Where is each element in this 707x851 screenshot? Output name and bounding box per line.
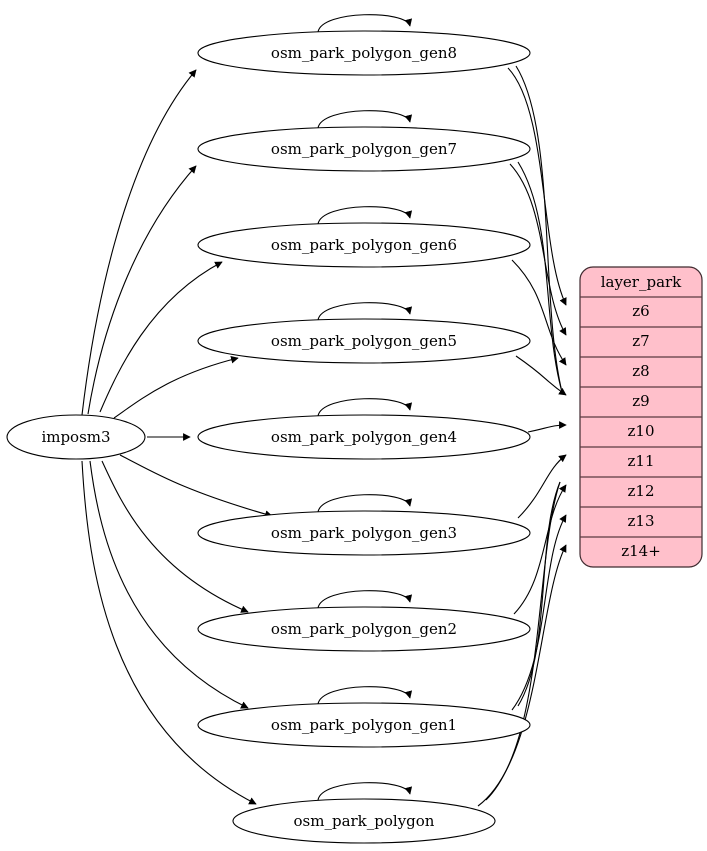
edge-gen4-to-z10: [527, 421, 567, 433]
table-row-z14[interactable]: z14+: [621, 542, 661, 560]
edge-imposm3-to-base: [81, 460, 257, 805]
self-loop-gen3: [317, 494, 413, 513]
node-gen3-label: osm_park_polygon_gen3: [271, 524, 457, 542]
edge-gen7-alt-to-z9: [517, 161, 563, 393]
node-gen5[interactable]: osm_park_polygon_gen5: [197, 318, 531, 364]
node-gen7[interactable]: osm_park_polygon_gen7: [197, 126, 531, 172]
process-nodes: osm_park_polygon_gen8 osm_park_polygon_g…: [6, 30, 531, 844]
table-row-z10[interactable]: z10: [628, 422, 655, 440]
table-header-label: layer_park: [601, 273, 682, 291]
self-loop-gen6: [317, 206, 413, 225]
node-gen1-label: osm_park_polygon_gen1: [271, 716, 457, 734]
edge-gen3-to-z11: [517, 454, 567, 519]
node-gen6[interactable]: osm_park_polygon_gen6: [197, 222, 531, 268]
edge-imposm3-to-gen8: [81, 69, 197, 416]
edge-gen1-to-z13: [511, 514, 567, 711]
edge-gen2-to-z12: [513, 484, 567, 615]
self-loop-gen1: [317, 686, 413, 705]
edges-from-imposm3: [81, 69, 273, 805]
self-loop-gen7: [317, 110, 413, 129]
node-base-label: osm_park_polygon: [294, 812, 435, 830]
edge-imposm3-to-gen3: [119, 454, 273, 518]
edge-imposm3-to-gen5: [113, 355, 239, 419]
table-row-z6[interactable]: z6: [632, 302, 649, 320]
node-gen8-label: osm_park_polygon_gen8: [271, 44, 457, 62]
edge-gen7-to-z7: [509, 163, 567, 336]
table-row-z11[interactable]: z11: [628, 452, 655, 470]
node-gen7-label: osm_park_polygon_gen7: [271, 140, 457, 158]
edge-imposm3-to-gen1: [89, 460, 249, 709]
edge-gen5-to-z9: [515, 355, 567, 396]
node-gen2[interactable]: osm_park_polygon_gen2: [197, 606, 531, 652]
table-row-z13[interactable]: z13: [628, 512, 655, 530]
edge-imposm3-to-gen2: [101, 460, 249, 613]
self-loop-gen5: [317, 302, 413, 321]
node-gen2-label: osm_park_polygon_gen2: [271, 620, 457, 638]
edge-base-to-z14: [477, 544, 567, 807]
table-row-z8[interactable]: z8: [632, 362, 649, 380]
node-imposm3[interactable]: imposm3: [6, 414, 146, 460]
layer-park-table[interactable]: layer_park z6 z7 z8 z9 z10 z11 z12 z13 z…: [579, 266, 703, 568]
self-loop-base: [317, 782, 413, 801]
edge-gen8-to-z6: [507, 67, 567, 306]
node-gen5-label: osm_park_polygon_gen5: [271, 332, 457, 350]
edges-self-loops: [317, 14, 413, 801]
edge-gen6-to-z8: [511, 259, 567, 366]
table-row-z12[interactable]: z12: [628, 482, 655, 500]
self-loop-gen8: [317, 14, 413, 33]
node-gen4[interactable]: osm_park_polygon_gen4: [197, 414, 531, 460]
edge-gen8-alt-to-z9: [515, 65, 563, 393]
node-gen3[interactable]: osm_park_polygon_gen3: [197, 510, 531, 556]
edge-base-alt-to-z12: [485, 481, 561, 801]
self-loop-gen2: [317, 590, 413, 609]
edge-imposm3-to-gen6: [99, 261, 223, 413]
node-gen4-label: osm_park_polygon_gen4: [271, 428, 457, 446]
self-loop-gen4: [317, 398, 413, 417]
node-base[interactable]: osm_park_polygon: [232, 798, 496, 844]
edges-to-layer-park: [477, 65, 567, 807]
node-gen1[interactable]: osm_park_polygon_gen1: [197, 702, 531, 748]
edge-imposm3-to-gen7: [87, 165, 197, 415]
table-row-z7[interactable]: z7: [632, 332, 649, 350]
node-gen6-label: osm_park_polygon_gen6: [271, 236, 457, 254]
table-row-z9[interactable]: z9: [632, 392, 649, 410]
edge-gen1-alt-to-z12: [517, 481, 561, 707]
node-imposm3-label: imposm3: [41, 428, 110, 446]
node-gen8[interactable]: osm_park_polygon_gen8: [197, 30, 531, 76]
